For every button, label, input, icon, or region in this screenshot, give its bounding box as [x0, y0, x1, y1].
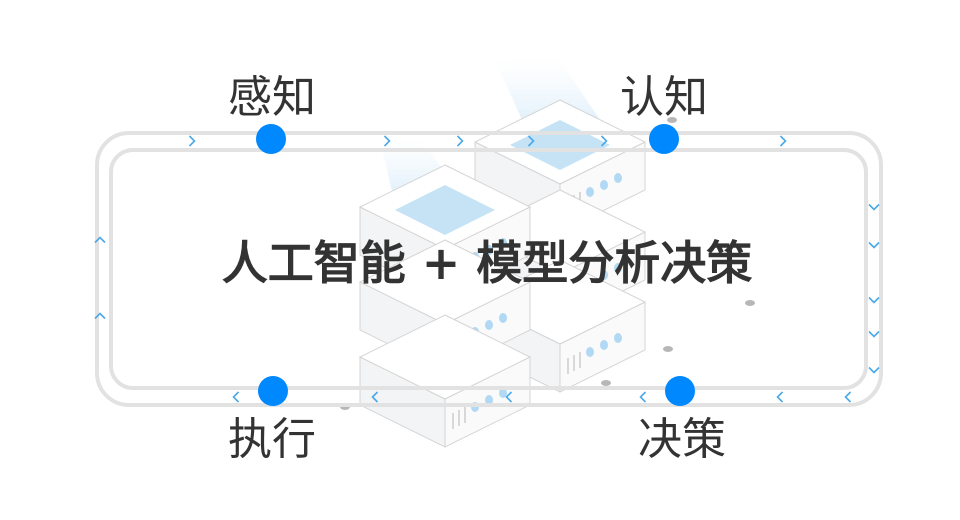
- chevron-arrow-icon: [639, 391, 647, 403]
- chevron-arrow-icon: [188, 135, 196, 147]
- led-icon: [485, 320, 493, 330]
- led-icon: [600, 270, 608, 280]
- led-icon: [485, 245, 493, 255]
- loop-track-inner: [109, 148, 868, 390]
- label-execution: 执行: [228, 414, 316, 465]
- label-decision: 决策: [638, 414, 726, 465]
- led-icon: [614, 263, 622, 273]
- chevron-arrow-icon: [776, 391, 784, 403]
- chevron-arrow-icon: [527, 135, 535, 147]
- chevron-arrow-icon: [456, 135, 464, 147]
- chevron-arrow-icon: [844, 391, 852, 403]
- server-front-3-top: [358, 314, 532, 400]
- chevron-arrow-icon: [383, 135, 391, 147]
- chevron-arrow-icon: [600, 135, 608, 147]
- chevron-arrow-icon: [94, 236, 106, 244]
- chevron-arrow-icon: [94, 312, 106, 320]
- led-icon: [586, 187, 594, 197]
- led-icon: [499, 388, 507, 398]
- floor-dot: [667, 117, 677, 123]
- led-icon: [614, 333, 622, 343]
- chevron-arrow-icon: [868, 241, 880, 249]
- server-top-screen: [395, 185, 495, 235]
- chevron-arrow-icon: [868, 330, 880, 338]
- main-title: 人工智能 + 模型分析决策: [221, 236, 753, 290]
- led-icon: [586, 347, 594, 357]
- flow-arrows: [94, 135, 880, 403]
- floor-dot: [601, 380, 611, 386]
- loop-track-outer: [95, 131, 883, 407]
- led-icon: [614, 173, 622, 183]
- floor-dot: [663, 346, 673, 352]
- chevron-arrow-icon: [232, 391, 240, 403]
- led-icon: [485, 395, 493, 405]
- chevron-arrow-icon: [505, 391, 513, 403]
- chevron-arrow-icon: [868, 366, 880, 374]
- chevron-arrow-icon: [779, 135, 787, 147]
- led-icon: [600, 180, 608, 190]
- led-icon: [499, 313, 507, 323]
- node-cognition[interactable]: [649, 124, 679, 154]
- node-perception[interactable]: [256, 124, 286, 154]
- led-icon: [600, 340, 608, 350]
- floor-dot: [745, 300, 755, 306]
- node-execution[interactable]: [258, 376, 288, 406]
- chevron-arrow-icon: [371, 391, 379, 403]
- chevron-arrow-icon: [868, 203, 880, 211]
- chevron-arrow-icon: [868, 296, 880, 304]
- led-icon: [499, 238, 507, 248]
- label-cognition: 认知: [620, 72, 708, 123]
- server-stack-illustration: [340, 60, 755, 448]
- label-perception: 感知: [228, 72, 316, 123]
- node-decision[interactable]: [665, 376, 695, 406]
